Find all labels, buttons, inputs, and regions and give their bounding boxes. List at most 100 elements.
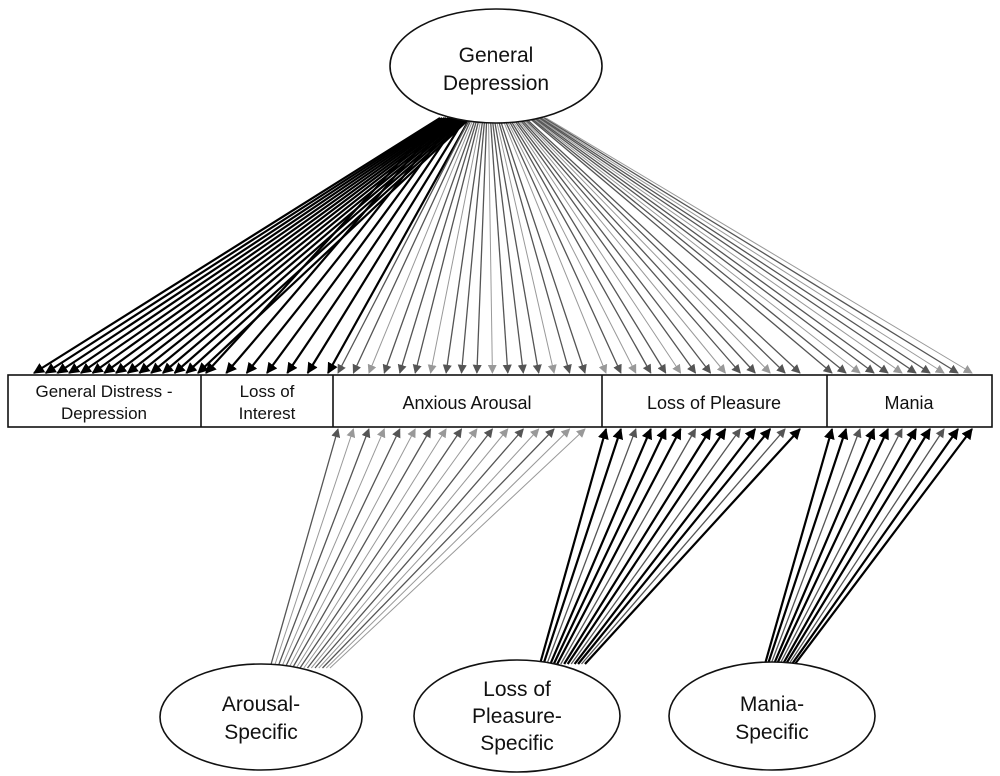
arousal-specific-loading-12	[310, 428, 509, 669]
band-label-line2: Depression	[61, 404, 147, 423]
band-label-line1: Loss of	[240, 382, 295, 401]
general-loading-mania-10	[544, 117, 959, 374]
factor-label-line3: Specific	[480, 732, 554, 755]
arousal-specific-loadings	[269, 428, 586, 669]
pleasure-specific-loading-8	[563, 428, 712, 665]
general-loading-arousal-5	[397, 117, 479, 374]
general-loading-arousal-3	[367, 117, 475, 374]
factor-label-line2: Specific	[224, 721, 298, 744]
general-loading-interest-5	[286, 117, 461, 374]
general-loading-arousal-13	[491, 117, 527, 374]
band-label-line1: General Distress -	[36, 382, 173, 401]
general-loading-mania-5	[535, 117, 889, 374]
general-factor-loadings	[33, 117, 973, 374]
general-loading-mania-4	[533, 117, 875, 374]
general-loading-distress-14	[185, 117, 469, 374]
factor-arousal-specific: Arousal- Specific	[159, 663, 363, 771]
general-loading-interest-7	[327, 117, 471, 374]
general-loading-distress-10	[138, 117, 460, 374]
mania-specific-loading-7	[782, 428, 917, 665]
general-loading-arousal-17	[498, 117, 587, 374]
general-loading-pleasure-4	[506, 117, 652, 374]
general-loading-mania-6	[537, 117, 903, 374]
mania-specific-loading-4	[772, 427, 876, 665]
general-loading-mania-2	[530, 117, 847, 374]
general-loading-interest-4	[266, 117, 456, 374]
pleasure-specific-loading-2	[542, 427, 624, 665]
general-loading-distress-4	[68, 117, 448, 374]
mania-specific-loading-11	[794, 428, 973, 665]
band-loss-of-pleasure: Loss of Pleasure	[647, 393, 781, 413]
general-loading-arousal-2	[352, 117, 473, 374]
general-loading-arousal-7	[427, 117, 482, 374]
factor-mania-specific: Mania- Specific	[668, 661, 876, 771]
general-loading-interest-1	[205, 117, 441, 374]
general-loading-mania-7	[539, 117, 917, 374]
general-loading-distress-5	[79, 117, 450, 374]
band-label: Mania	[884, 393, 934, 413]
general-loading-mania-1	[528, 117, 833, 374]
general-loading-pleasure-2	[503, 117, 622, 374]
general-loading-interest-3	[245, 117, 451, 374]
general-loading-distress-2	[44, 117, 443, 374]
general-loading-distress-1	[33, 117, 441, 374]
arousal-specific-loading-8	[295, 428, 447, 669]
arousal-specific-loading-4	[280, 428, 386, 669]
arousal-specific-loading-5	[284, 428, 401, 669]
band-anxious-arousal: Anxious Arousal	[402, 393, 531, 413]
general-loading-distress-13	[173, 117, 467, 374]
general-loading-distress-12	[162, 117, 465, 374]
mania-specific-loadings	[763, 427, 973, 665]
general-loading-pleasure-8	[514, 117, 712, 374]
mania-specific-loading-1	[763, 427, 835, 665]
pleasure-specific-loading-9	[566, 428, 727, 665]
indicator-band: General Distress - Depression Loss of In…	[7, 374, 993, 428]
general-loading-pleasure-13	[523, 117, 786, 374]
general-loading-arousal-14	[493, 117, 542, 374]
arousal-specific-loading-11	[306, 428, 493, 669]
arousal-specific-loading-9	[299, 428, 463, 669]
pleasure-specific-loading-12	[577, 428, 772, 665]
general-loading-pleasure-6	[510, 117, 682, 374]
general-loading-mania-3	[532, 117, 861, 374]
factor-label-line2: Depression	[443, 72, 549, 95]
general-loading-arousal-8	[442, 117, 484, 374]
general-loading-pleasure-5	[508, 117, 667, 374]
band-mania: Mania	[884, 393, 934, 413]
pleasure-specific-loading-4	[549, 427, 652, 665]
general-loading-distress-11	[150, 117, 463, 374]
mania-specific-loading-3	[770, 428, 862, 665]
factor-label-line1: Loss of	[483, 678, 551, 701]
factor-label-line1: General	[459, 44, 534, 67]
pleasure-specific-loading-1	[538, 427, 609, 665]
general-loading-arousal-12	[489, 117, 512, 374]
pleasure-specific-loading-10	[570, 428, 741, 665]
general-loading-mania-9	[542, 117, 945, 374]
pleasure-specific-loading-11	[573, 428, 757, 665]
general-loading-pleasure-11	[519, 117, 756, 374]
general-loading-pleasure-3	[505, 117, 637, 374]
pleasure-specific-loading-3	[546, 428, 638, 665]
band-label: Loss of Pleasure	[647, 393, 781, 413]
general-loading-distress-7	[103, 117, 454, 374]
factor-loss-of-pleasure-specific: Loss of Pleasure- Specific	[413, 659, 621, 773]
mania-specific-loading-5	[776, 428, 889, 665]
arousal-specific-loading-14	[318, 428, 540, 669]
arousal-specific-loading-7	[291, 428, 432, 669]
general-loading-arousal-9	[457, 117, 486, 374]
general-loading-distress-8	[115, 117, 456, 374]
arousal-specific-loading-10	[303, 428, 478, 669]
general-loading-pleasure-7	[512, 117, 697, 374]
arousal-specific-loading-2	[273, 428, 356, 669]
general-loading-distress-3	[56, 117, 445, 374]
general-loading-pleasure-9	[516, 117, 726, 374]
general-loading-mania-11	[545, 117, 973, 374]
general-loading-arousal-6	[412, 117, 480, 374]
mania-specific-loading-9	[788, 428, 945, 665]
general-loading-pleasure-14	[524, 117, 801, 374]
arousal-specific-loading-1	[269, 428, 341, 669]
general-loading-arousal-10	[472, 117, 488, 374]
mania-specific-loading-10	[791, 428, 959, 665]
general-loading-interest-2	[225, 117, 446, 374]
arousal-specific-loading-15	[322, 428, 555, 669]
